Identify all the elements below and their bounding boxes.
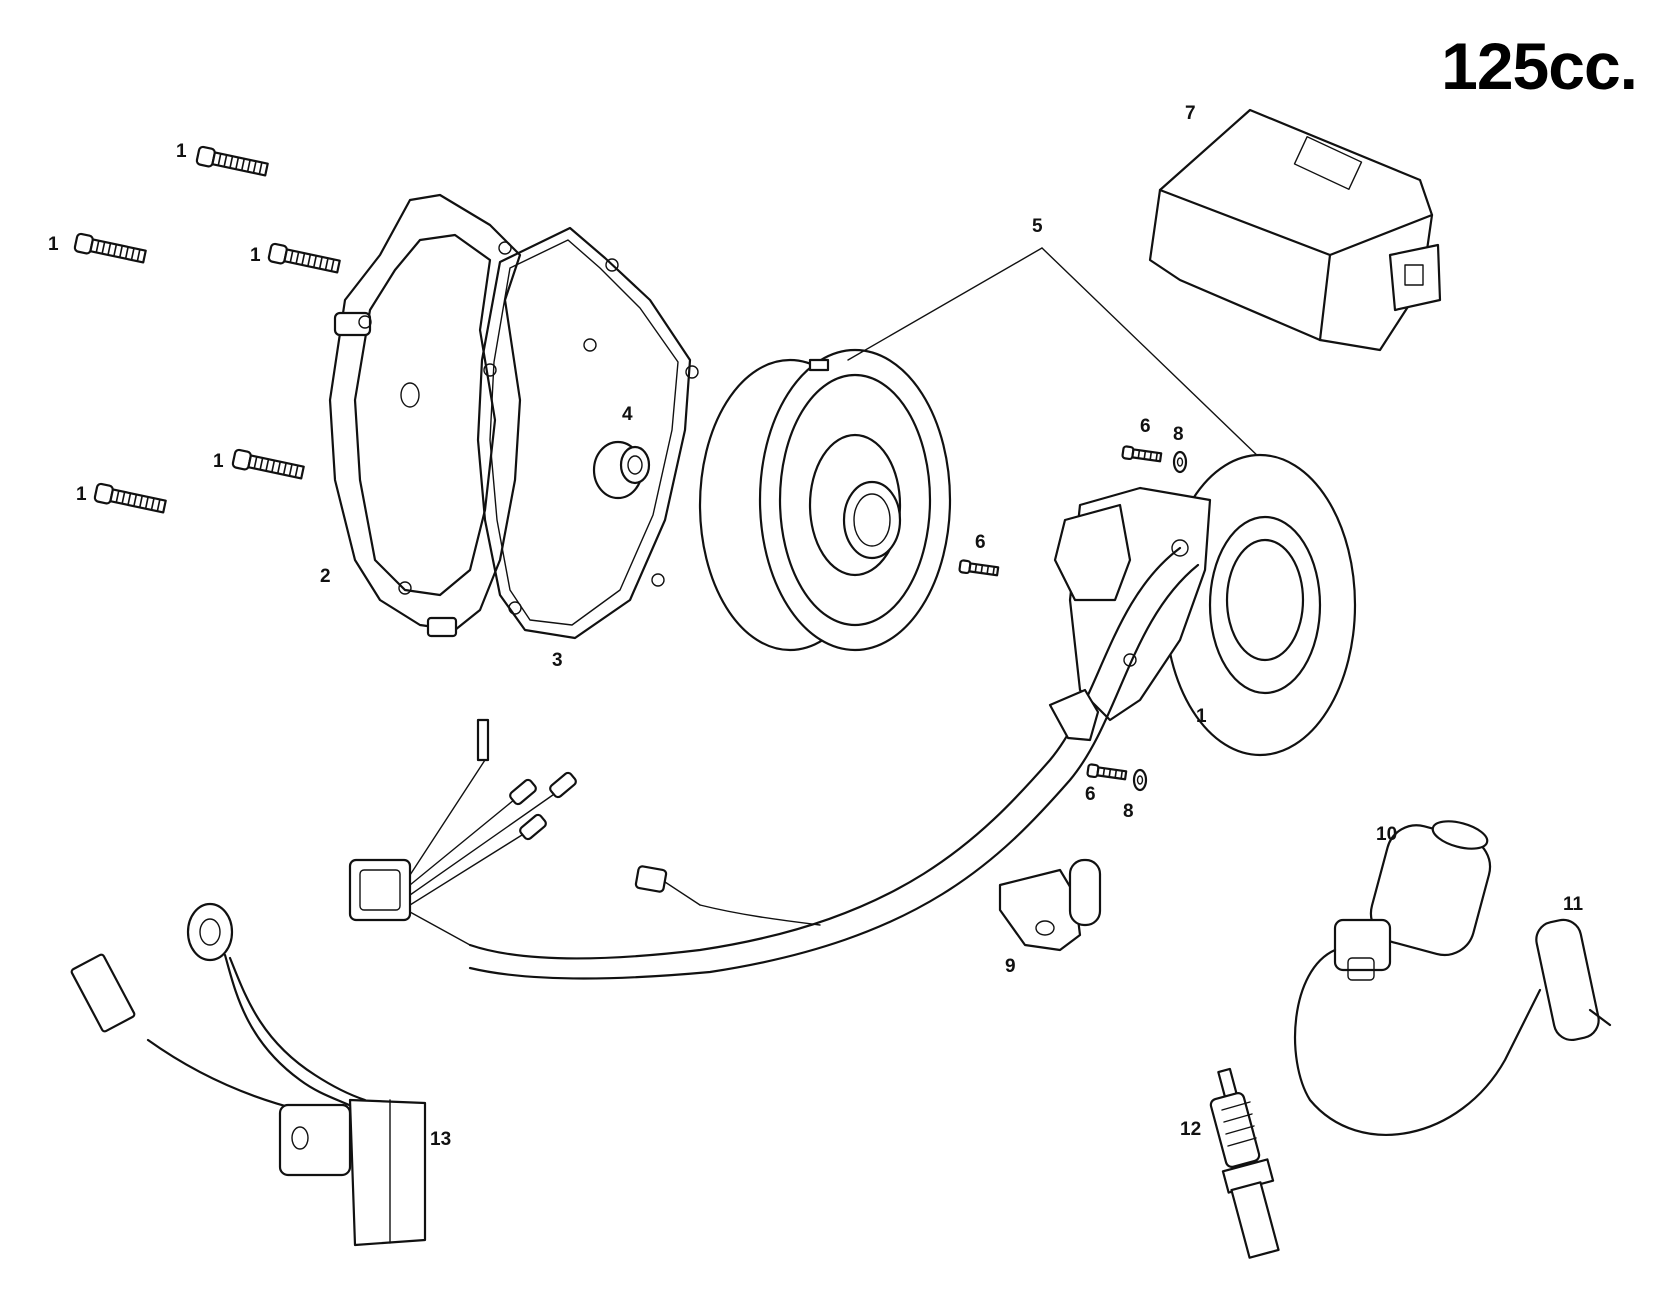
callout-washer-b: 8 xyxy=(1123,801,1134,822)
callout-coil: 10 xyxy=(1376,824,1397,845)
callout-plug: 12 xyxy=(1180,1119,1201,1140)
callout-bolt-f: 1 xyxy=(1196,706,1207,727)
cover-gasket xyxy=(476,226,699,640)
callout-gasket: 3 xyxy=(552,650,563,671)
callout-bolt-c: 1 xyxy=(250,245,261,266)
cdi-unit xyxy=(1148,108,1442,352)
leader-lines xyxy=(847,247,1263,461)
cover-bolt-4 xyxy=(231,448,306,483)
callout-screw-b: 6 xyxy=(975,532,986,553)
spark-plug-cap xyxy=(1535,918,1612,1042)
cover-bolt-5 xyxy=(93,482,168,517)
voltage-regulator xyxy=(70,902,427,1247)
callout-washer-a: 8 xyxy=(1173,424,1184,445)
spark-plug xyxy=(1209,1067,1280,1259)
callout-flywheel-stator: 5 xyxy=(1032,216,1043,237)
cover-bolt-3 xyxy=(267,242,342,277)
bushing xyxy=(592,440,651,500)
callout-bolt-a: 1 xyxy=(176,141,187,162)
callout-labels: 1 1 1 1 1 1 2 3 4 5 6 6 6 7 8 8 9 10 11 … xyxy=(48,103,1584,1150)
cover-bolt-2 xyxy=(73,232,148,267)
callout-key: 9 xyxy=(1005,956,1016,977)
callout-bolt-b: 1 xyxy=(48,234,59,255)
engine-size-title: 125cc. xyxy=(1441,29,1638,103)
callout-cdi: 7 xyxy=(1185,103,1196,124)
washer-lower xyxy=(1132,768,1148,792)
callout-screw-a: 6 xyxy=(1140,416,1151,437)
callout-bolt-d: 1 xyxy=(213,451,224,472)
wiring-harness xyxy=(348,546,1200,980)
callout-screw-c: 6 xyxy=(1085,784,1096,805)
woodruff-key xyxy=(998,858,1102,952)
callout-regulator: 13 xyxy=(430,1129,451,1150)
flywheel xyxy=(698,348,952,652)
stator-assembly xyxy=(1053,453,1357,757)
stator-screw-mid xyxy=(958,558,1000,579)
callout-bolt-e: 1 xyxy=(76,484,87,505)
callout-cover: 2 xyxy=(320,566,331,587)
callout-bushing: 4 xyxy=(622,404,633,425)
cover-bolt-1 xyxy=(195,145,270,180)
ignition-coil xyxy=(1294,820,1542,1136)
stator-screw-upper xyxy=(1121,444,1163,465)
washer-upper xyxy=(1172,450,1188,474)
stator-screw-lower xyxy=(1086,762,1128,783)
callout-cap: 11 xyxy=(1563,894,1584,915)
magneto-cover xyxy=(328,193,522,638)
